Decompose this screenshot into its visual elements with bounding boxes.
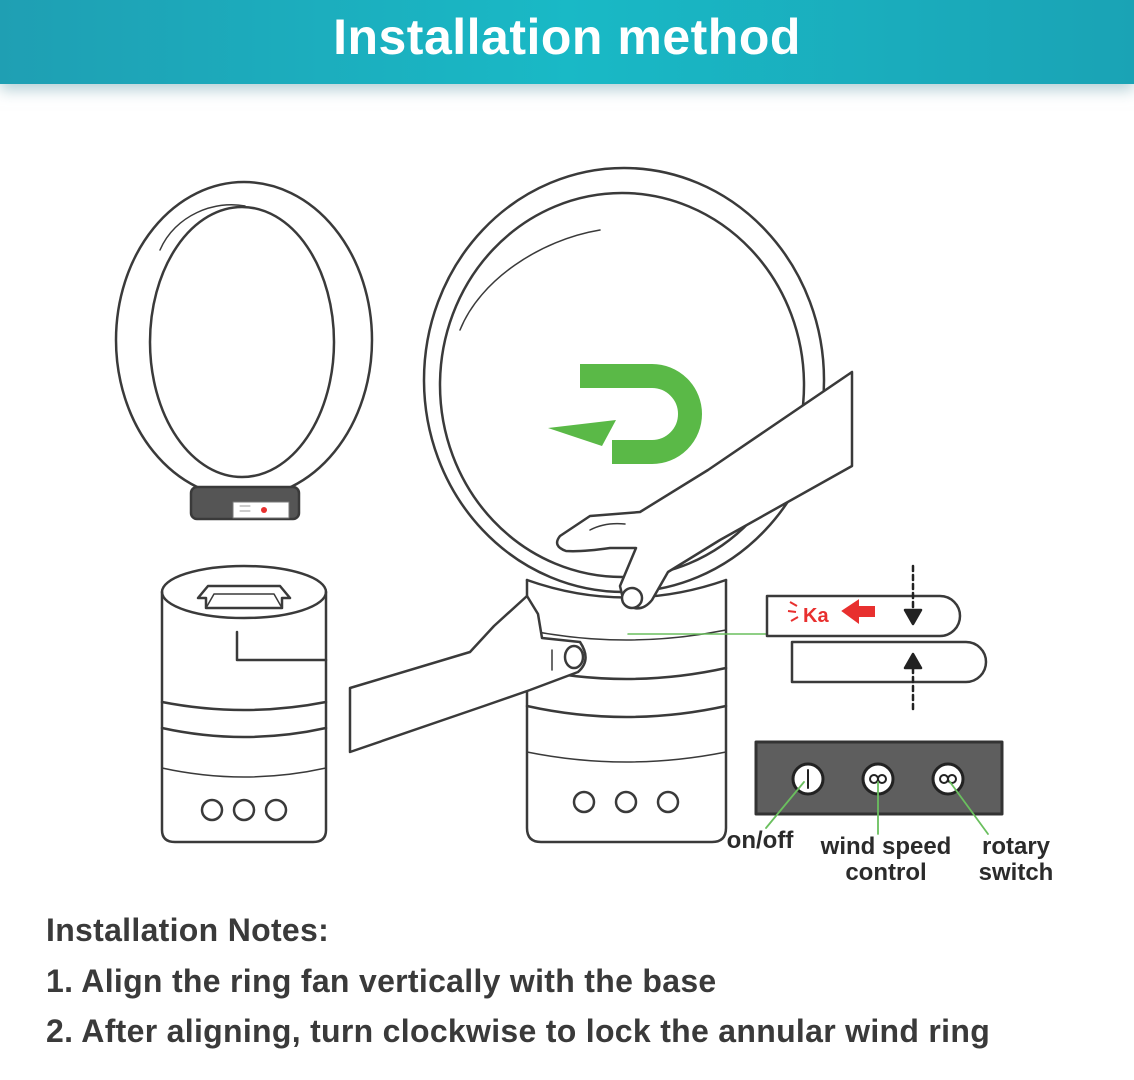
left-base <box>160 564 328 844</box>
control-panel <box>754 740 1004 816</box>
wind-speed-label: wind speed control <box>820 833 952 886</box>
sound-label: Ka <box>803 605 829 627</box>
installation-notes: Installation Notes: 1. Align the ring fa… <box>46 912 990 1063</box>
lock-pin-bottom <box>790 640 988 684</box>
on-off-label: on/off <box>726 827 794 854</box>
note-item-2: 2. After aligning, turn clockwise to loc… <box>46 1013 991 1049</box>
sound-arrow-icon <box>787 599 875 624</box>
upper-hand <box>555 370 854 610</box>
lower-hand <box>348 594 587 754</box>
rotary-switch-label: rotary switch <box>978 833 1054 886</box>
dashed-arrows <box>903 564 923 714</box>
rotation-arrow-icon <box>548 364 702 464</box>
header-banner: Installation method <box>0 0 1134 84</box>
ring-fan-head <box>114 180 374 521</box>
center-base <box>525 578 728 844</box>
page-title: Installation method <box>333 9 801 65</box>
control-leader-lines <box>765 781 989 835</box>
installation-diagram: Ka <box>114 166 1004 844</box>
note-item-1: 1. Align the ring fan vertically with th… <box>46 963 717 999</box>
notes-title: Installation Notes: <box>46 912 330 948</box>
